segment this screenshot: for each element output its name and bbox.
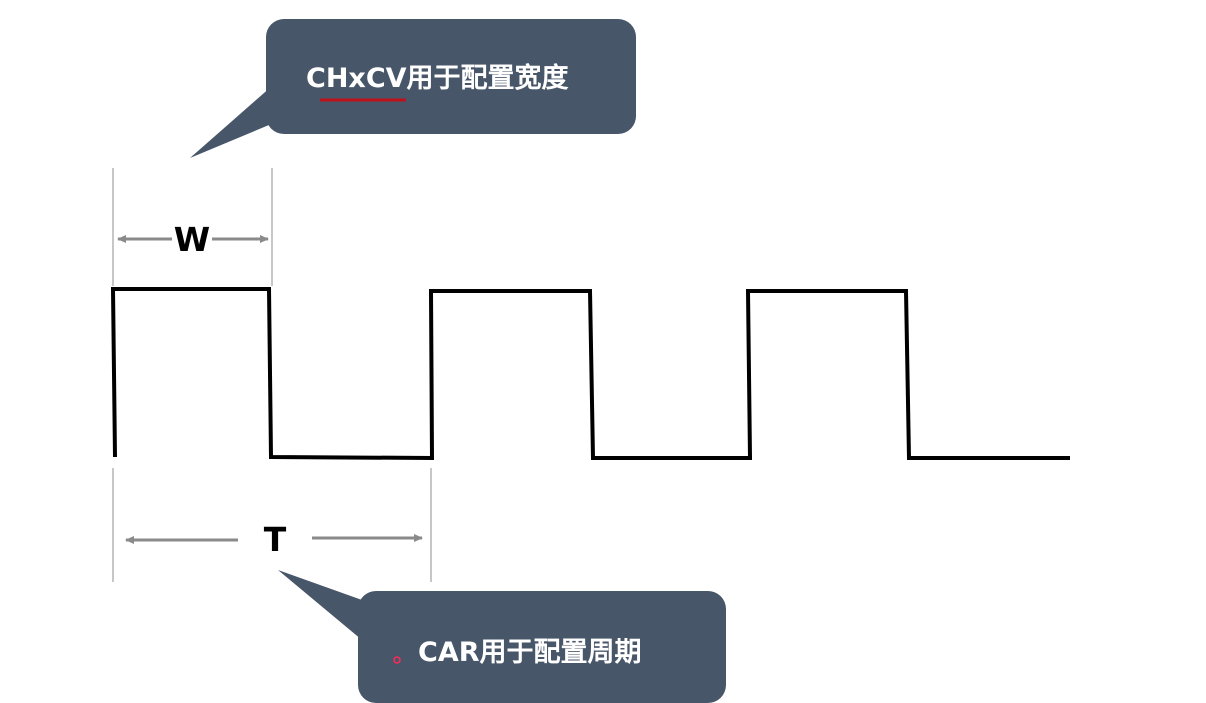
cursor-dot bbox=[393, 656, 401, 664]
period-callout-pointer bbox=[278, 570, 362, 640]
width-callout: CHxCV用于配置宽度 bbox=[190, 19, 636, 158]
period-callout: CAR用于配置周期 bbox=[278, 570, 726, 703]
period-dimension: T bbox=[112, 468, 432, 582]
width-callout-box bbox=[266, 19, 636, 134]
width-dimension: W bbox=[112, 168, 273, 286]
width-label: W bbox=[174, 220, 210, 259]
width-callout-text: CHxCV用于配置宽度 bbox=[306, 62, 569, 94]
period-callout-box bbox=[358, 591, 726, 703]
period-label: T bbox=[264, 520, 287, 559]
period-callout-text: CAR用于配置周期 bbox=[418, 637, 642, 668]
pwm-waveform bbox=[110, 287, 1070, 461]
